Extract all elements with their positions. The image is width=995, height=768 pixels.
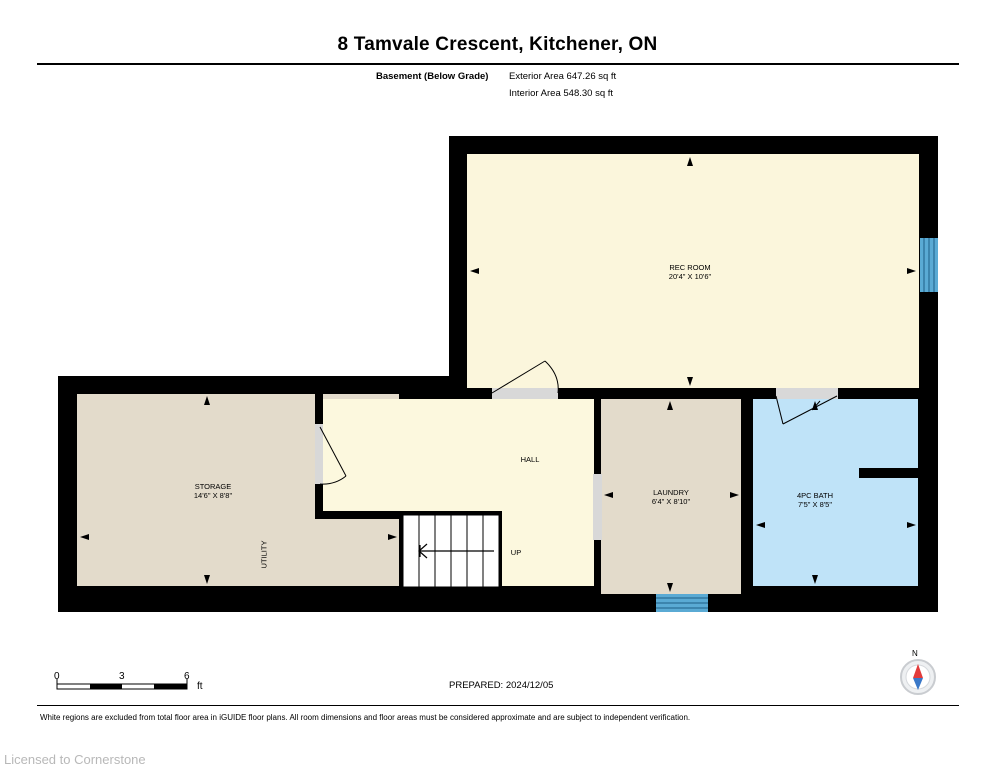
disclaimer: White regions are excluded from total fl… bbox=[40, 713, 691, 722]
laundry-label: LAUNDRY 6'4" x 8'10" bbox=[621, 488, 721, 506]
rec-room-dims: 20'4" x 10'6" bbox=[668, 272, 712, 281]
hall-floor-lower bbox=[502, 511, 594, 586]
exterior-area: Exterior Area 647.26 sq ft bbox=[509, 71, 617, 82]
laundry-floor bbox=[601, 399, 741, 594]
rec-room-floor bbox=[467, 154, 919, 388]
rec-room-door bbox=[491, 360, 559, 399]
rec-room-window bbox=[920, 238, 938, 292]
stairs bbox=[402, 514, 500, 588]
hall-floor bbox=[323, 399, 594, 511]
hall-label: HALL bbox=[520, 455, 540, 464]
utility-label: UTILITY bbox=[259, 540, 269, 569]
laundry-name: LAUNDRY bbox=[653, 488, 689, 497]
prepared-date: PREPARED: 2024/12/05 bbox=[449, 680, 554, 691]
scale-tick-3: 3 bbox=[119, 671, 125, 682]
storage-label: STORAGE 14'6" x 8'8" bbox=[163, 482, 263, 500]
bath-stub-wall bbox=[859, 468, 919, 478]
laundry-window bbox=[656, 594, 708, 612]
storage-dims: 14'6" x 8'8" bbox=[193, 491, 233, 500]
bath-dims: 7'5" x 8'5" bbox=[797, 500, 833, 509]
bath-floor bbox=[753, 399, 918, 586]
footer-divider bbox=[37, 705, 959, 706]
laundry-door bbox=[593, 474, 602, 540]
scale-unit: ft bbox=[197, 681, 203, 692]
bath-name: 4PC BATH bbox=[796, 491, 834, 500]
scale-tick-6: 6 bbox=[184, 671, 190, 682]
storage-door bbox=[315, 424, 347, 485]
scale-tick-0: 0 bbox=[54, 671, 60, 682]
rec-room-name: REC ROOM bbox=[669, 263, 711, 272]
storage-name: STORAGE bbox=[194, 482, 232, 491]
dimension-markers bbox=[80, 157, 916, 592]
page-title: 8 Tamvale Crescent, Kitchener, ON bbox=[337, 34, 658, 55]
compass-icon bbox=[900, 659, 936, 695]
bath-label: 4PC BATH 7'5" x 8'5" bbox=[765, 491, 865, 509]
stairs-up-label: UP bbox=[510, 548, 522, 557]
scale-bar bbox=[56, 679, 188, 690]
watermark: Licensed to Cornerstone bbox=[4, 752, 146, 767]
laundry-dims: 6'4" x 8'10" bbox=[651, 497, 691, 506]
level-label: Basement (Below Grade) bbox=[376, 71, 489, 82]
compass-north-label: N bbox=[912, 649, 918, 658]
stair-arrow-head bbox=[418, 543, 428, 559]
rec-room-label: REC ROOM 20'4" x 10'6" bbox=[640, 263, 740, 281]
header-divider bbox=[37, 63, 959, 65]
interior-area: Interior Area 548.30 sq ft bbox=[509, 88, 614, 99]
